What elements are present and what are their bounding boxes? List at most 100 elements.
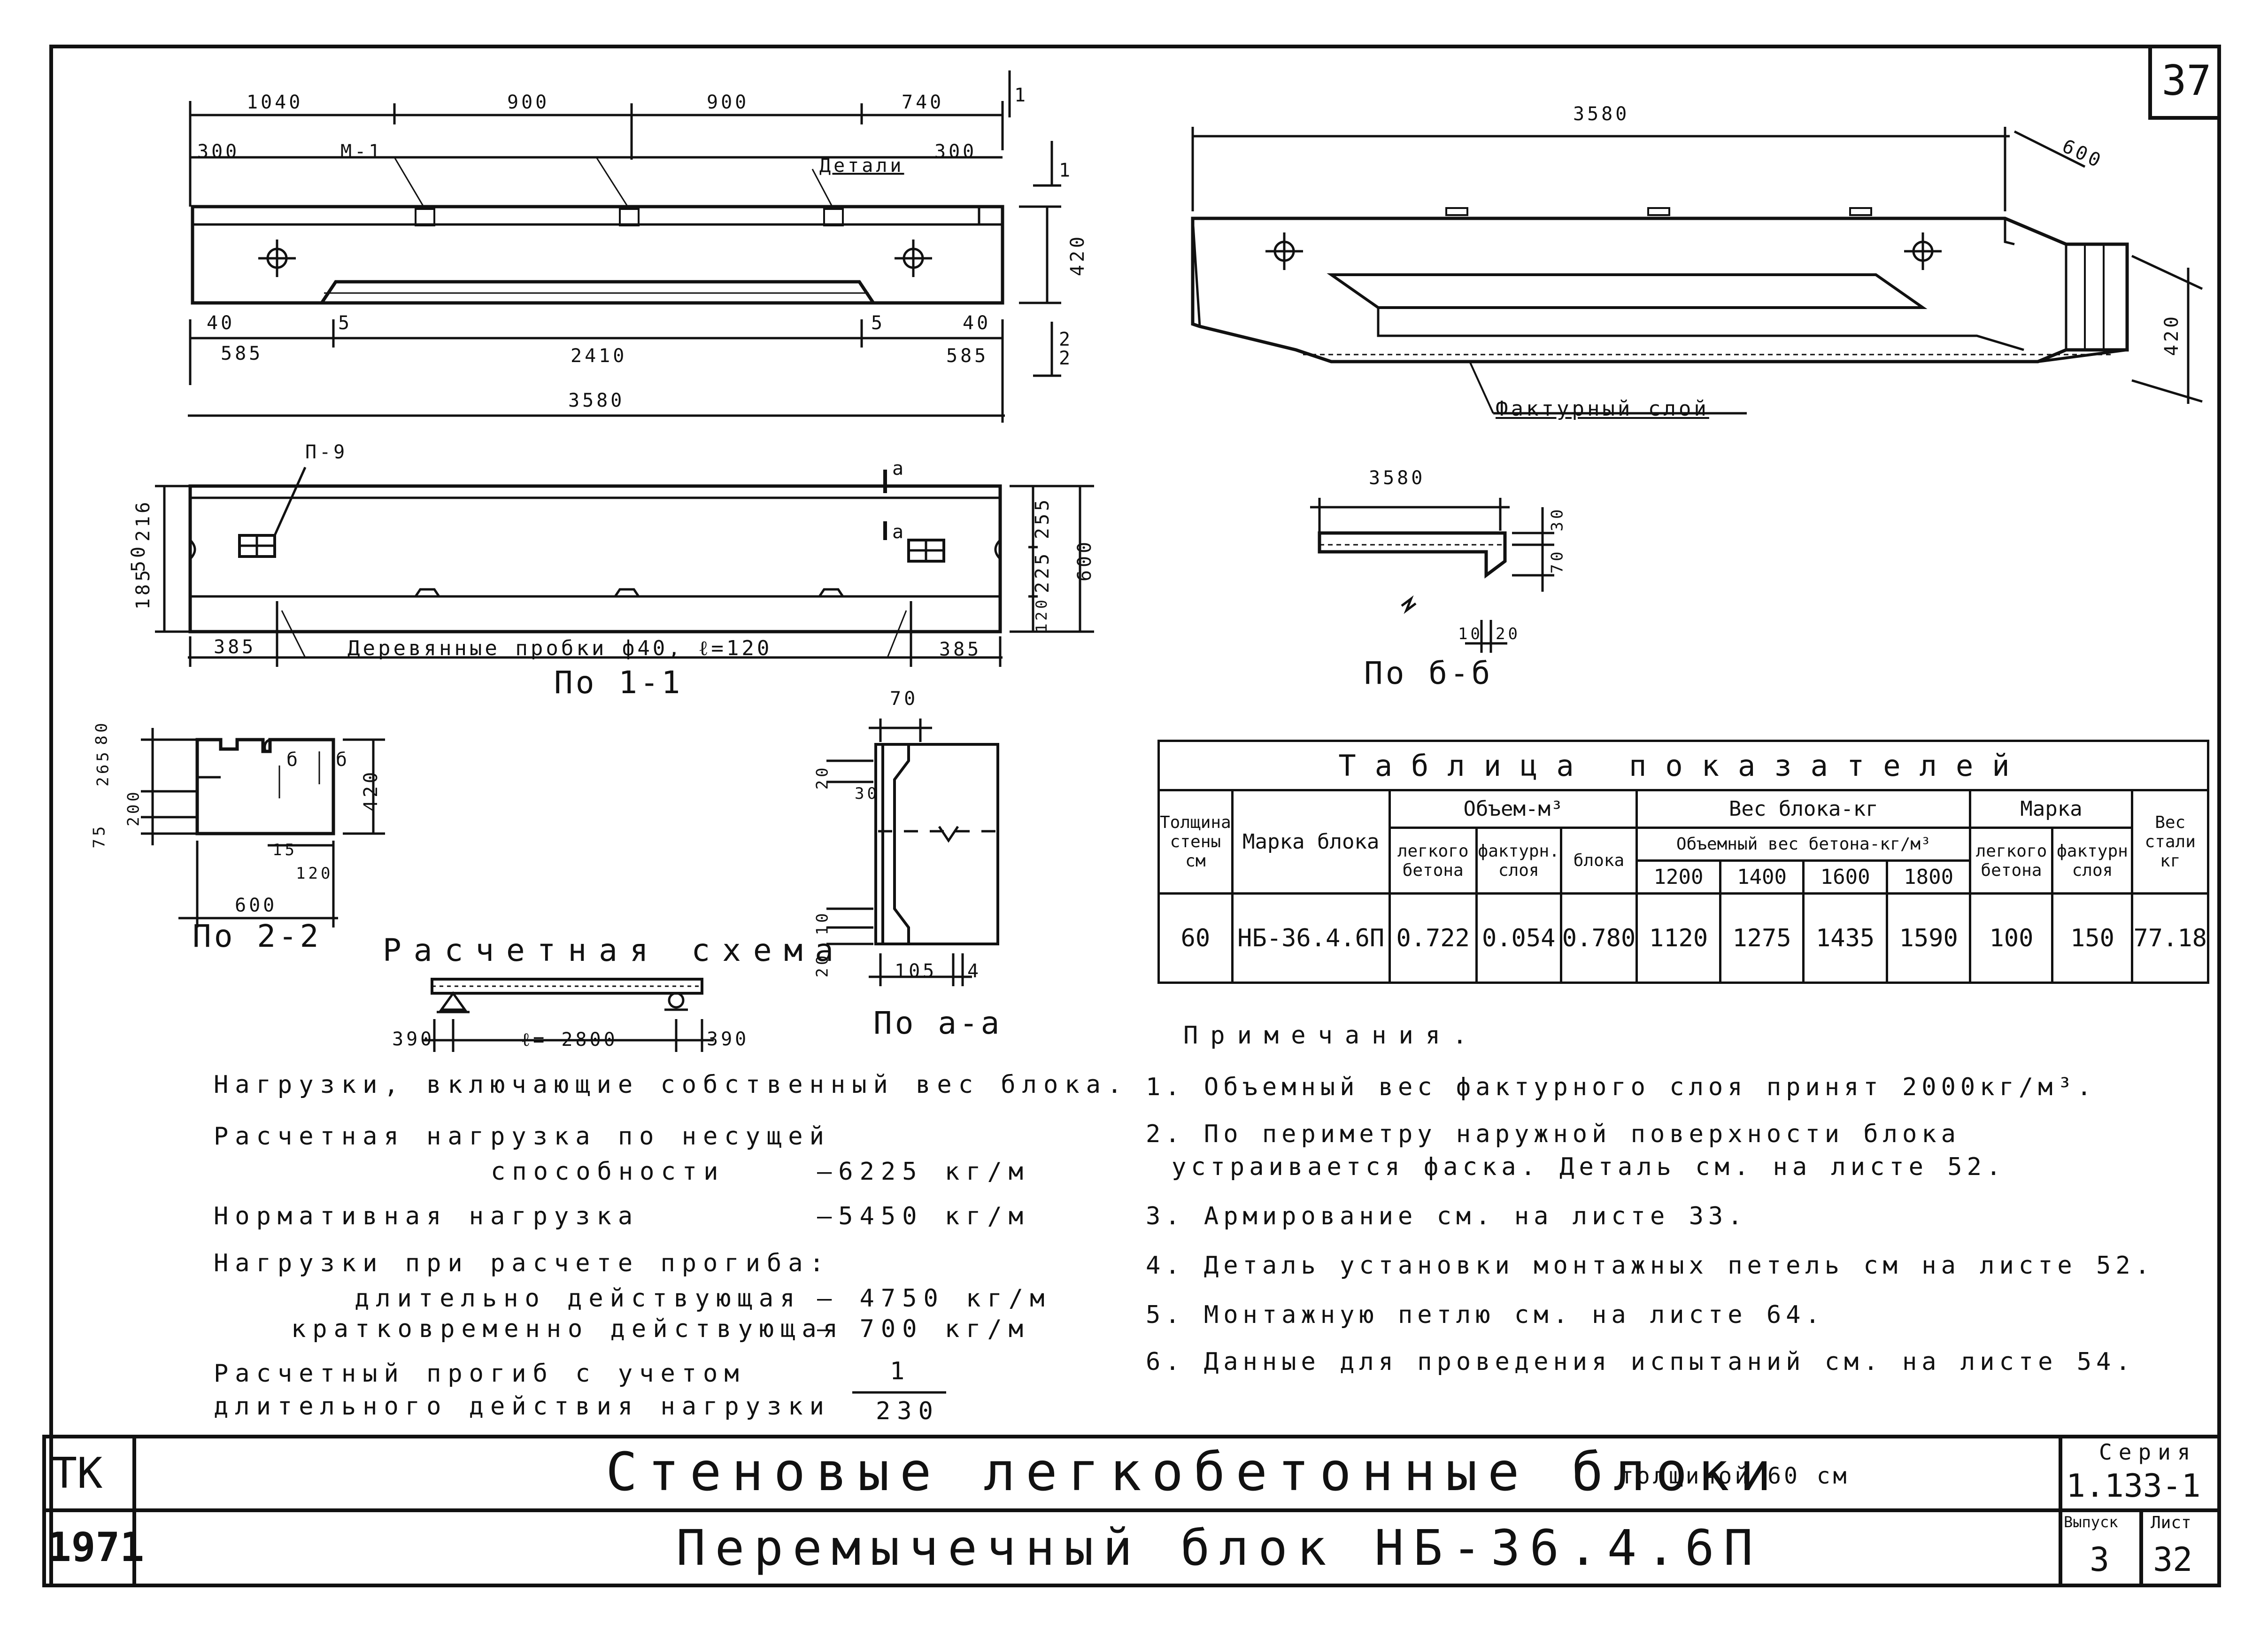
dim-height: 420 [1067,233,1089,277]
th-block: блока [1559,827,1638,895]
s22-dim-4: 75 [90,823,109,849]
dim-bottom-1: 585 [221,343,263,364]
section-mark-2b: 2 [1059,348,1073,369]
m-label: М-1 [340,141,383,162]
dim-inner-left: 300 [197,141,240,162]
th-bulk-weight: Объемный вес бетона-кг/м³ [1635,827,1972,862]
td-grade-facing: 150 [2051,892,2134,984]
long-value: — 4750 кг/м [817,1284,1051,1313]
note-2a: 2. По периметру наружной поверхности бло… [1146,1120,1960,1148]
table-title: Таблица показателей [1157,740,2209,791]
tb-title-sub: Перемычечный блок НБ-36.4.6П [676,1519,1763,1577]
short-label: кратковременно действующая [291,1315,844,1343]
plan-dim-left-1: 185 [132,567,154,610]
plan-dim-bottom-right: 385 [939,639,982,660]
section22-drawing [141,728,385,928]
dim-small-1: 40 [207,312,235,334]
td-vol-block: 0.780 [1559,892,1638,984]
top-elevation-drawing [188,70,1061,423]
section-mark-1a: 1 [1014,85,1029,106]
plan-mark-a1: а [892,458,907,479]
defl-numerator: 1 [890,1357,911,1385]
sbb-caption: По б-б [1364,655,1493,691]
sheet-number: 37 [2148,45,2221,120]
scheme-title: Расчетная схема [383,932,846,968]
dim-small-4: 40 [963,312,991,334]
dim-top-2: 900 [507,92,550,113]
scheme-drawing [423,978,714,1052]
note-5: 5. Монтажную петлю см. на листе 64. [1146,1301,1825,1329]
plan-dim-left-3: 216 [132,499,154,542]
th-w-1400: 1400 [1719,859,1805,895]
details-label: Детали [819,155,904,177]
scheme-right: 390 [707,1028,749,1050]
plan-drawing [155,466,1094,667]
note-1: 1. Объемный вес фактурного слоя принят 2… [1146,1073,2097,1101]
s22-right-dim: 420 [360,769,382,812]
saa-dim-30: 30 [855,784,879,803]
sbb-dim-10: 10 [1458,625,1483,643]
design-value: —6225 кг/м [817,1158,1030,1186]
plan-dim-left-2: 50 [128,543,150,572]
tb-sheet-label: Лист [2151,1513,2191,1532]
tb-issue-label: Выпуск [2064,1513,2118,1531]
scheme-span: ℓ= 2800 [521,1029,618,1051]
td-w-1200: 1120 [1635,892,1721,984]
dim-top-4: 740 [902,92,944,113]
indicators-table: Таблица показателей Толщина стены см Мар… [1157,740,2209,984]
iso-layer-label: Фактурный слой [1496,397,1709,421]
saa-dim-10: 10 [813,910,832,935]
iso-height: 420 [2161,313,2183,356]
p-label: П-9 [305,441,348,463]
note-6: 6. Данные для проведения испытаний см. н… [1146,1348,2135,1376]
s22-mark-2: б [336,749,350,771]
tb-issue-value: 3 [2090,1540,2110,1579]
defl-denominator: 230 [876,1397,940,1425]
short-value: — 700 кг/м [817,1315,1030,1343]
design-label-1: Расчетная нагрузка по несущей [214,1122,831,1151]
th-volume: Объем-м³ [1388,789,1638,829]
td-thickness: 60 [1157,892,1234,984]
saa-caption: По а-а [873,1005,1003,1041]
plan-height: 600 [1074,539,1096,582]
normative-label: Нормативная нагрузка [214,1202,640,1230]
long-label: длительно действующая [355,1284,802,1313]
note-3: 3. Армирование см. на листе 33. [1146,1202,1747,1230]
defl-label-2: длительного действия нагрузки [214,1392,831,1421]
dim-bottom-3: 585 [946,345,989,367]
th-grade-light: легкого бетона [1969,827,2054,895]
sbb-length: 3580 [1369,467,1426,489]
dim-small-3: 5 [871,312,886,334]
sbb-dim-20: 20 [1496,625,1520,643]
td-w-1800: 1590 [1885,892,1972,984]
th-weight: Вес блока-кг [1635,789,1972,829]
sbb-dim-70: 70 [1548,549,1567,574]
th-w-1800: 1800 [1885,859,1972,895]
plan-dim-bottom-left: 385 [214,636,256,658]
sectionaa-drawing [826,719,1005,986]
scheme-left: 390 [392,1028,435,1050]
td-vol-light: 0.722 [1388,892,1478,984]
sectionbb-drawing [1310,498,1554,653]
th-w-1600: 1600 [1802,859,1888,895]
dim-inner-right: 300 [934,141,977,162]
isometric-drawing [1191,127,2203,415]
saa-dim-105: 105 [895,960,937,982]
sbb-dim-30: 30 [1548,506,1567,532]
note-2b: устраивается фаска. Деталь см. на листе … [1172,1153,2006,1181]
th-steel: Вес стали кг [2131,789,2209,895]
td-grade-light: 100 [1969,892,2054,984]
tb-org: ТК [52,1449,103,1498]
notes-heading: Примечания. [1183,1021,1480,1050]
defl-label-1: Расчетный прогиб с учетом [214,1360,746,1388]
section-mark-2a: 2 [1059,329,1073,350]
normative-value: —5450 кг/м [817,1202,1030,1230]
th-w-1200: 1200 [1635,859,1721,895]
td-w-1400: 1275 [1719,892,1805,984]
section-mark-1b: 1 [1059,160,1073,181]
s22-dim-2: 265 [93,749,113,787]
dim-small-2: 5 [338,312,353,334]
tb-series-value: 1.133-1 [2066,1468,2201,1505]
s22-small-1: 15 [272,841,297,859]
th-light-concrete: легкого бетона [1388,827,1478,895]
